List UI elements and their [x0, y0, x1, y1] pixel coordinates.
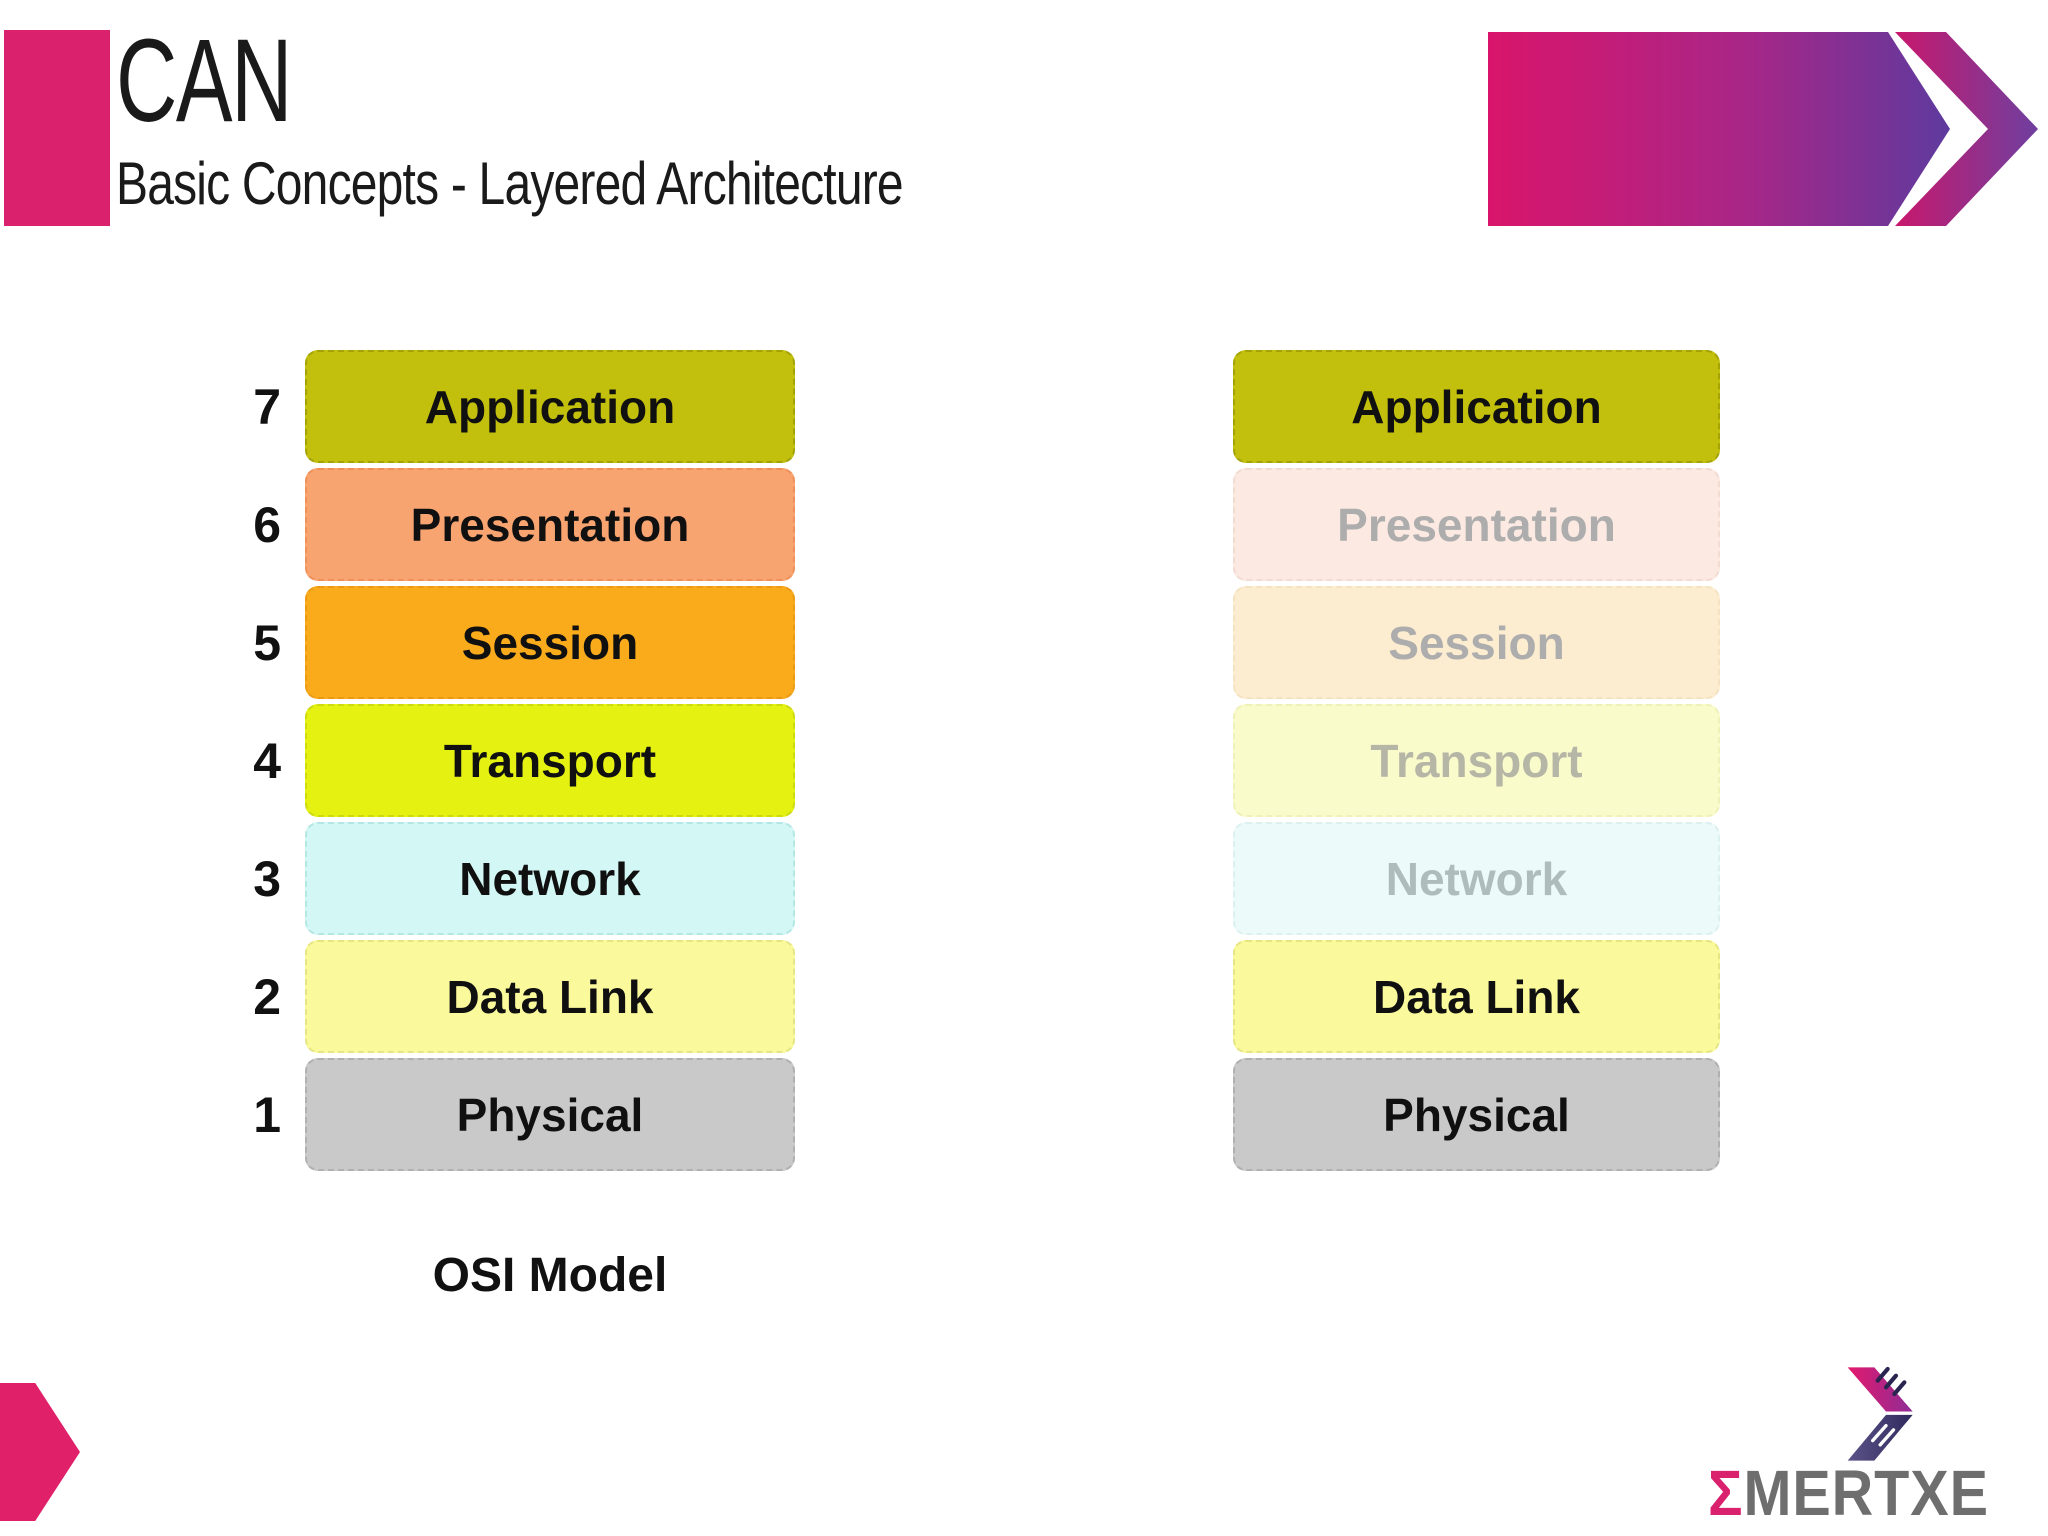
osi-layer-row: 3 Network [245, 822, 795, 935]
page-title: CAN [116, 15, 293, 147]
page-subtitle: Basic Concepts - Layered Architecture [116, 150, 904, 217]
can-layer-row: Presentation [1233, 468, 1720, 581]
layer-label: Transport [443, 734, 657, 787]
can-layer-row: Transport [1233, 704, 1720, 817]
layer-label: Presentation [1337, 498, 1616, 551]
emertxe-logo: ΣMERTXE [1700, 1360, 2040, 1530]
osi-layer-row: 2 Data Link [245, 940, 795, 1053]
layer-box: Presentation [1233, 468, 1720, 581]
layer-box: Session [1233, 586, 1720, 699]
layer-box: Physical [305, 1058, 795, 1171]
layer-number: 6 [253, 496, 281, 553]
can-layer-row: Network [1233, 822, 1720, 935]
layer-label: Data Link [1372, 970, 1581, 1023]
layer-box: Data Link [1233, 940, 1720, 1053]
banner-chevron-shape [1895, 32, 2038, 226]
layer-box: Data Link [305, 940, 795, 1053]
layer-label: Session [461, 616, 639, 669]
layer-box: Physical [1233, 1058, 1720, 1171]
layer-label: Physical [1383, 1088, 1570, 1141]
layer-number: 3 [253, 850, 281, 907]
emertxe-wordmark-text: MERTXE [1743, 1457, 1989, 1529]
layer-number: 1 [253, 1086, 281, 1143]
osi-layer-row: 7 Application [245, 350, 795, 463]
logo-chevron-bottom-arm [1847, 1414, 1913, 1461]
layer-label: Network [459, 852, 641, 905]
layer-label: Application [424, 380, 676, 433]
logo-chevron-top-arm [1847, 1367, 1913, 1412]
emertxe-logo-chevron-icon [1847, 1366, 1913, 1461]
layer-box: Application [1233, 350, 1720, 463]
layer-label: Data Link [446, 970, 654, 1023]
can-layer-row: Application [1233, 350, 1720, 463]
layer-number: 5 [253, 614, 281, 671]
can-layer-row: Data Link [1233, 940, 1720, 1053]
bottom-left-arrow-decoration [0, 1383, 80, 1521]
osi-layer-row: 5 Session [245, 586, 795, 699]
layer-label: Presentation [410, 498, 690, 551]
layer-number: 4 [253, 732, 281, 789]
layer-box: Session [305, 586, 795, 699]
osi-layer-row: 1 Physical [245, 1058, 795, 1171]
layer-label: Session [1388, 616, 1565, 669]
header-arrow-banner-icon [1488, 32, 2038, 226]
emertxe-sigma-glyph: Σ [1708, 1457, 1744, 1529]
layer-label: Network [1385, 852, 1568, 905]
can-layers-stack: Application Presentation Session Transpo… [1233, 350, 1720, 1176]
layer-number: 7 [253, 378, 281, 435]
layer-box: Network [305, 822, 795, 935]
layer-label: Application [1351, 380, 1602, 433]
layer-box: Presentation [305, 468, 795, 581]
logo-light-slashes [1870, 1424, 1903, 1451]
layer-box: Transport [1233, 704, 1720, 817]
logo-dark-slashes [1875, 1366, 1907, 1397]
layer-box: Application [305, 350, 795, 463]
layer-label: Transport [1370, 734, 1583, 787]
layer-box: Transport [305, 704, 795, 817]
osi-layer-row: 6 Presentation [245, 468, 795, 581]
layer-box: Network [1233, 822, 1720, 935]
osi-layer-row: 4 Transport [245, 704, 795, 817]
title-accent-bar [4, 30, 110, 226]
layer-label: Physical [456, 1088, 644, 1141]
layer-number: 2 [253, 968, 281, 1025]
banner-pentagon-shape [1488, 32, 1950, 226]
title-block: CAN Basic Concepts - Layered Architectur… [116, 22, 1100, 214]
osi-model-caption: OSI Model [432, 1249, 668, 1302]
can-layer-row: Physical [1233, 1058, 1720, 1171]
emertxe-wordmark: ΣMERTXE [1708, 1456, 1989, 1530]
osi-model-stack: 7 Application 6 Presentation 5 Session [245, 350, 795, 1176]
can-layer-row: Session [1233, 586, 1720, 699]
